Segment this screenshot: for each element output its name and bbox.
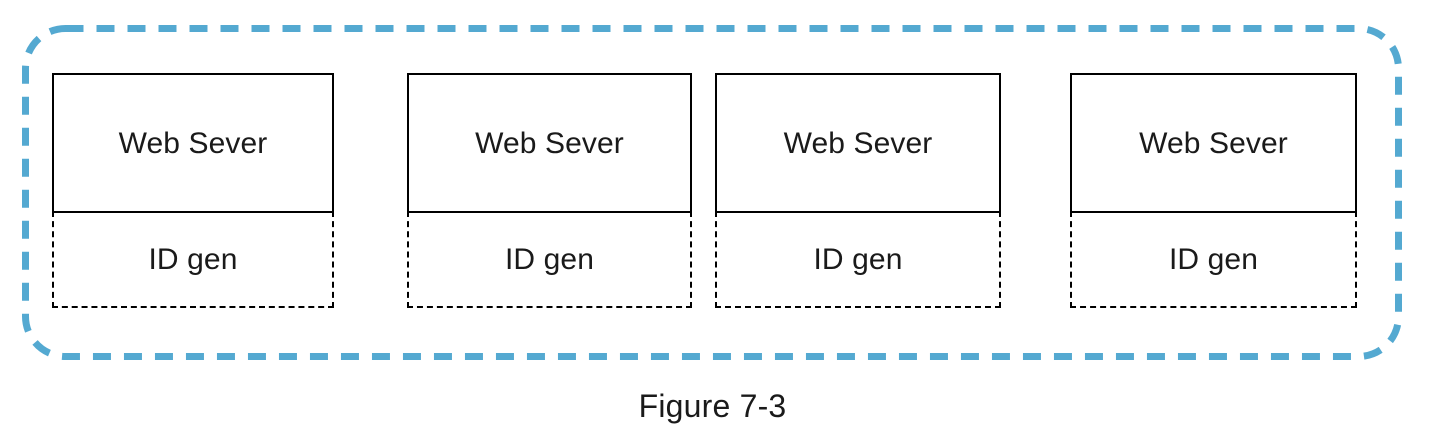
id-gen-box: ID gen xyxy=(407,211,692,309)
id-gen-box: ID gen xyxy=(715,211,1001,309)
id-gen-box: ID gen xyxy=(52,211,334,309)
web-server-label: Web Sever xyxy=(475,126,624,160)
figure-caption: Figure 7-3 xyxy=(0,386,1429,426)
web-server-box: Web Sever xyxy=(407,73,692,214)
id-gen-label: ID gen xyxy=(1169,242,1258,276)
server-unit: Web Sever ID gen xyxy=(407,73,692,309)
id-gen-label: ID gen xyxy=(148,242,238,276)
web-server-label: Web Sever xyxy=(1139,126,1288,160)
figure-caption-text: Figure 7-3 xyxy=(638,388,787,424)
web-server-box: Web Sever xyxy=(52,73,334,214)
server-unit: Web Sever ID gen xyxy=(1070,73,1357,309)
id-gen-label: ID gen xyxy=(505,242,594,276)
web-server-label: Web Sever xyxy=(118,126,268,160)
web-server-box: Web Sever xyxy=(715,73,1001,214)
web-server-label: Web Sever xyxy=(783,126,933,160)
server-unit: Web Sever ID gen xyxy=(52,73,334,309)
id-gen-label: ID gen xyxy=(813,242,903,276)
web-server-box: Web Sever xyxy=(1070,73,1357,214)
id-gen-box: ID gen xyxy=(1070,211,1357,309)
server-unit: Web Sever ID gen xyxy=(715,73,1001,309)
